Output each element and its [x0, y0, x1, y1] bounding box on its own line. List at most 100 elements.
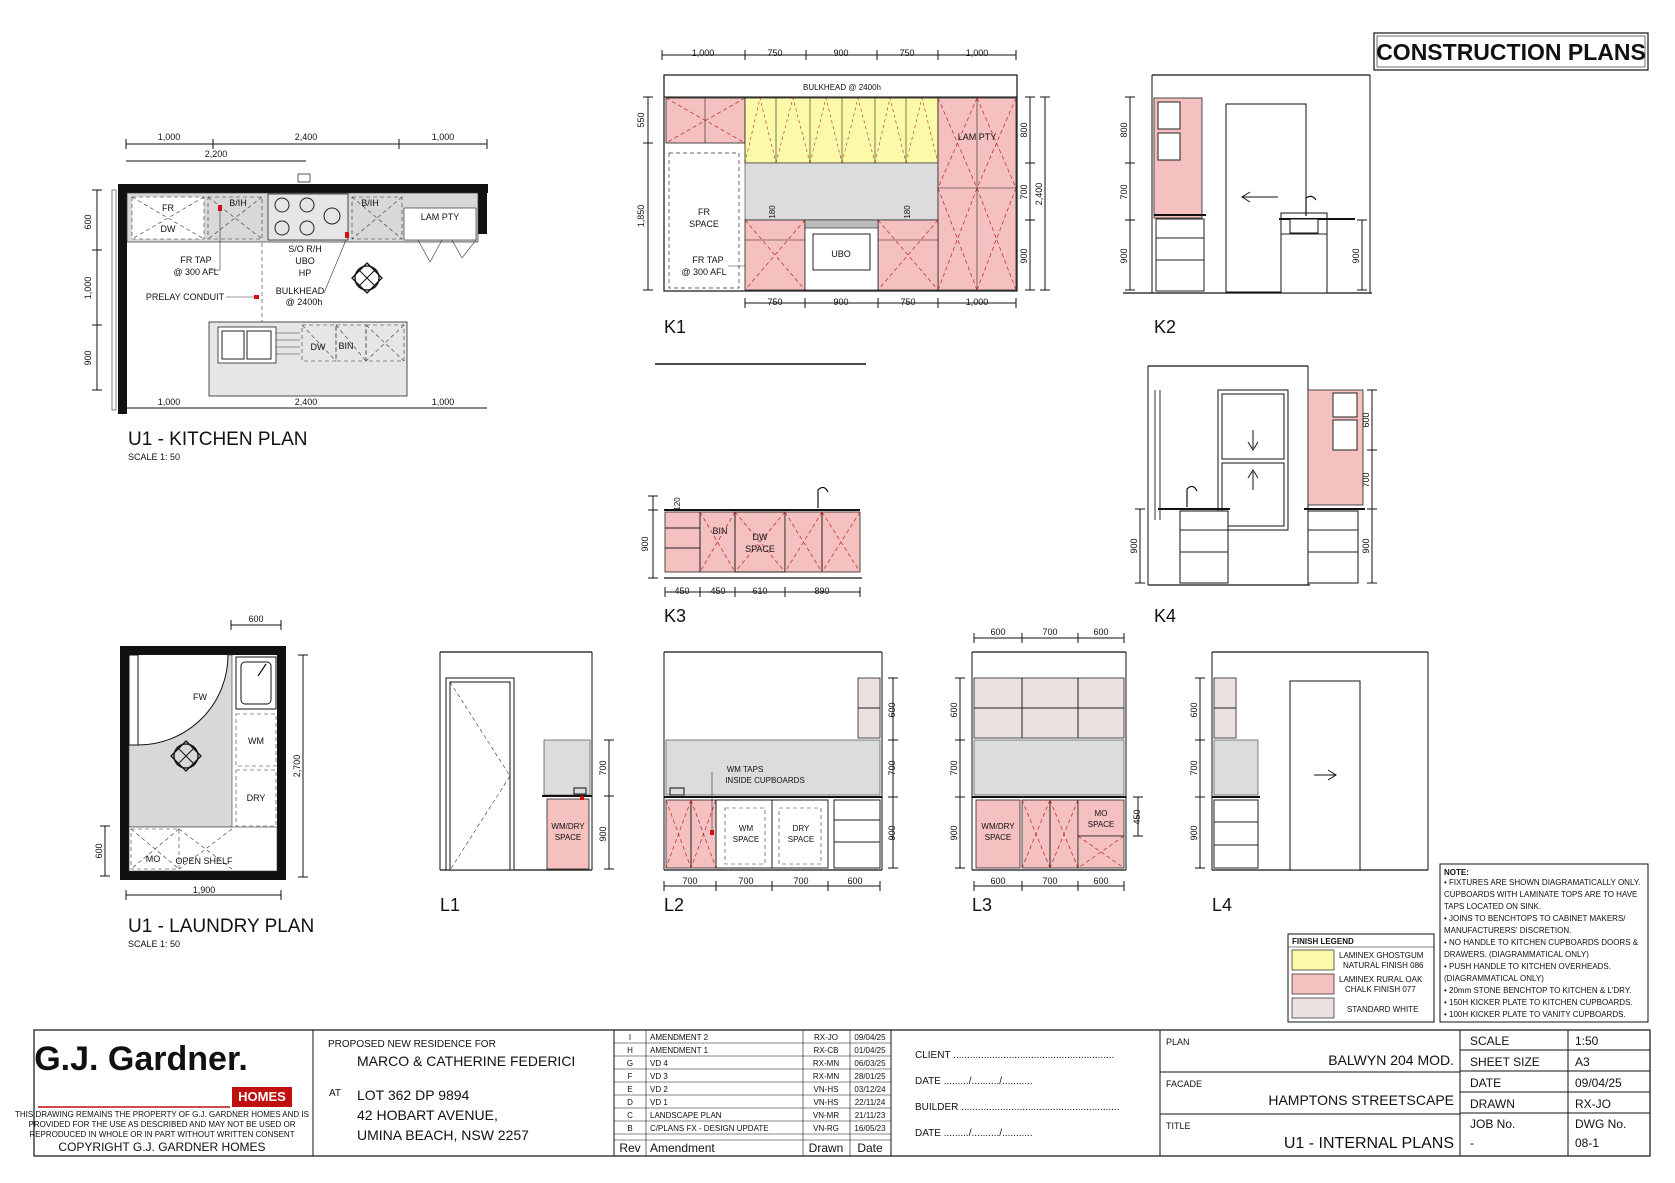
light-fixture-icon	[170, 740, 202, 772]
k1-dim-mid-1: 180	[768, 205, 777, 219]
l2-taps-inside: INSIDE CUPBOARDS	[725, 776, 805, 785]
lbl-fr-tap: FR TAP	[180, 255, 211, 265]
k4-dim-left-1: 900	[1129, 538, 1139, 553]
elevation-l2: WM TAPS INSIDE CUPBOARDS WM SPACE DRY SP…	[663, 651, 898, 915]
k1-ubo: UBO	[831, 249, 851, 259]
laundry-open-shelf: OPEN SHELF	[175, 856, 233, 866]
laundry-dim-right: 2,700	[292, 755, 302, 778]
laundry-plan-scale: SCALE 1: 50	[128, 939, 180, 949]
rev-4-drawn: RX-MN	[813, 1072, 839, 1081]
l2-dim-right-2: 700	[887, 760, 897, 775]
l2-dim-bottom-2: 700	[738, 876, 753, 886]
k4-dim-right-2: 700	[1361, 472, 1371, 487]
revision-rows	[614, 1042, 891, 1141]
plan-label: PLAN	[1166, 1037, 1190, 1047]
l3-dim-right: 450	[1132, 809, 1142, 824]
light-fixture-icon	[351, 262, 383, 294]
lbl-island-bin: BIN	[338, 341, 353, 351]
l3-dim-left-2: 700	[949, 760, 959, 775]
l2-dry: DRY	[793, 824, 810, 833]
rev-2-drawn: RX-CB	[814, 1046, 839, 1055]
l3-dim-top-1: 600	[990, 627, 1005, 637]
lbl-sorh: S/O R/H	[288, 244, 322, 254]
lbl-ubo: UBO	[295, 256, 315, 266]
elevation-l1: WM/DRY SPACE 700 900 L1	[439, 651, 614, 915]
k3-dim-bottom-3: 610	[752, 586, 767, 596]
laundry-dim-bottom: 1,900	[193, 885, 216, 895]
k3-dw: DW	[753, 532, 768, 542]
lbl-bih-1: B/IH	[229, 198, 247, 208]
k3-dim-left-2: 900	[640, 536, 650, 551]
k1-dim-top-3: 900	[833, 48, 848, 58]
l3-dim-left-3: 900	[949, 825, 959, 840]
l3-dim-bottom-1: 600	[990, 876, 1005, 886]
drawn-label: DRAWN	[1470, 1097, 1515, 1111]
legend-item-3-line-1: STANDARD WHITE	[1347, 1005, 1418, 1014]
title-label: TITLE	[1166, 1121, 1191, 1131]
date-label: DATE	[1470, 1076, 1501, 1090]
dim-top-1: 1,000	[158, 132, 181, 142]
l4-dim-left-1: 600	[1189, 702, 1199, 717]
l2-taps: WM TAPS	[727, 765, 764, 774]
k1-fr-space-1: FR	[698, 207, 710, 217]
address-line-3: UMINA BEACH, NSW 2257	[357, 1127, 529, 1143]
k1-fr-space-2: SPACE	[689, 219, 719, 229]
legend-item-1-line-1: LAMINEX GHOSTGUM	[1339, 951, 1424, 960]
disclaimer-line-3: REPRODUCED IN WHOLE OR IN PART WITHOUT W…	[29, 1130, 294, 1139]
disclaimer-line-1: THIS DRAWING REMAINS THE PROPERTY OF G.J…	[15, 1110, 309, 1119]
k4-dim-right-3: 900	[1361, 538, 1371, 553]
rev-2-rev: H	[627, 1046, 633, 1055]
finish-legend-title: FINISH LEGEND	[1292, 937, 1354, 946]
rev-header-amendment: Amendment	[650, 1141, 715, 1155]
l1-label: L1	[440, 895, 460, 915]
k1-label: K1	[664, 317, 686, 337]
legend-swatch-1	[1291, 949, 1335, 971]
k4-dim-right-1: 600	[1361, 412, 1371, 427]
l2-dry-space: SPACE	[788, 835, 815, 844]
l3-wm: WM/DRY	[981, 822, 1015, 831]
sheet-title: CONSTRUCTION PLANS	[1376, 39, 1646, 65]
disclaimer-line-2: PROVIDED FOR THE USE AS DESCRIBED AND MA…	[28, 1120, 295, 1129]
dim-bottom-2: 2,400	[295, 397, 318, 407]
rev-6-rev: D	[627, 1098, 633, 1107]
elevation-l4: 600 700 900 L4	[1189, 651, 1429, 915]
dwg-label: DWG No.	[1575, 1117, 1626, 1131]
k1-dim-right-2: 700	[1019, 184, 1029, 199]
k3-dim-bottom-1: 450	[674, 586, 689, 596]
k1-dim-top-1: 1,000	[692, 48, 715, 58]
sheet-size-value: A3	[1575, 1055, 1590, 1069]
drawing-title: U1 - INTERNAL PLANS	[1284, 1135, 1454, 1152]
dim-left-2: 1,000	[83, 277, 93, 300]
l3-dim-bottom-3: 600	[1093, 876, 1108, 886]
lbl-prelay-conduit: PRELAY CONDUIT	[146, 292, 225, 302]
kitchen-plan: 1,000 2,400 1,000 2,200 1,000 2,400 1,00…	[83, 132, 488, 462]
lbl-island-dw: DW	[311, 342, 326, 352]
kitchen-plan-scale: SCALE 1: 50	[128, 452, 180, 462]
client-date: DATE ........./........../...........	[915, 1076, 1033, 1087]
legend-swatch-3	[1291, 997, 1335, 1019]
rev-header-rev: Rev	[619, 1141, 640, 1155]
notes-box: NOTE: • FIXTURES ARE SHOWN DIAGRAMATICAL…	[1439, 863, 1649, 1023]
k1-fr-tap-1: FR TAP	[692, 255, 723, 265]
elevation-k2: 800 700 900 900 K2	[1119, 74, 1372, 337]
k1-fr-tap-2: @ 300 AFL	[681, 267, 726, 277]
elevation-k4: 900 600 700 900 K4	[1129, 365, 1377, 626]
k1-dim-right-3: 900	[1019, 248, 1029, 263]
elevation-l3: 600 700 600 WM/DRY SPACE MO SPACE 600 70…	[949, 627, 1143, 915]
k3-label: K3	[664, 606, 686, 626]
rev-3-date: 06/03/25	[854, 1059, 886, 1068]
lbl-hp: HP	[299, 268, 312, 278]
dim-top-2: 2,400	[295, 132, 318, 142]
rev-4-rev: F	[628, 1072, 633, 1081]
lbl-lam-pty: LAM PTY	[421, 212, 460, 222]
rev-7-rev: C	[627, 1111, 633, 1120]
notes-line-1: • FIXTURES ARE SHOWN DIAGRAMATICALLY ONL…	[1444, 878, 1640, 887]
l2-wm-space: SPACE	[733, 835, 760, 844]
k2-dim-left-3: 900	[1119, 248, 1129, 263]
lbl-dw: DW	[161, 224, 176, 234]
copyright: COPYRIGHT G.J. GARDNER HOMES	[58, 1140, 265, 1154]
dim-left-3: 900	[83, 350, 93, 365]
k3-dw-space: SPACE	[745, 544, 775, 554]
l3-dim-left-1: 600	[949, 702, 959, 717]
